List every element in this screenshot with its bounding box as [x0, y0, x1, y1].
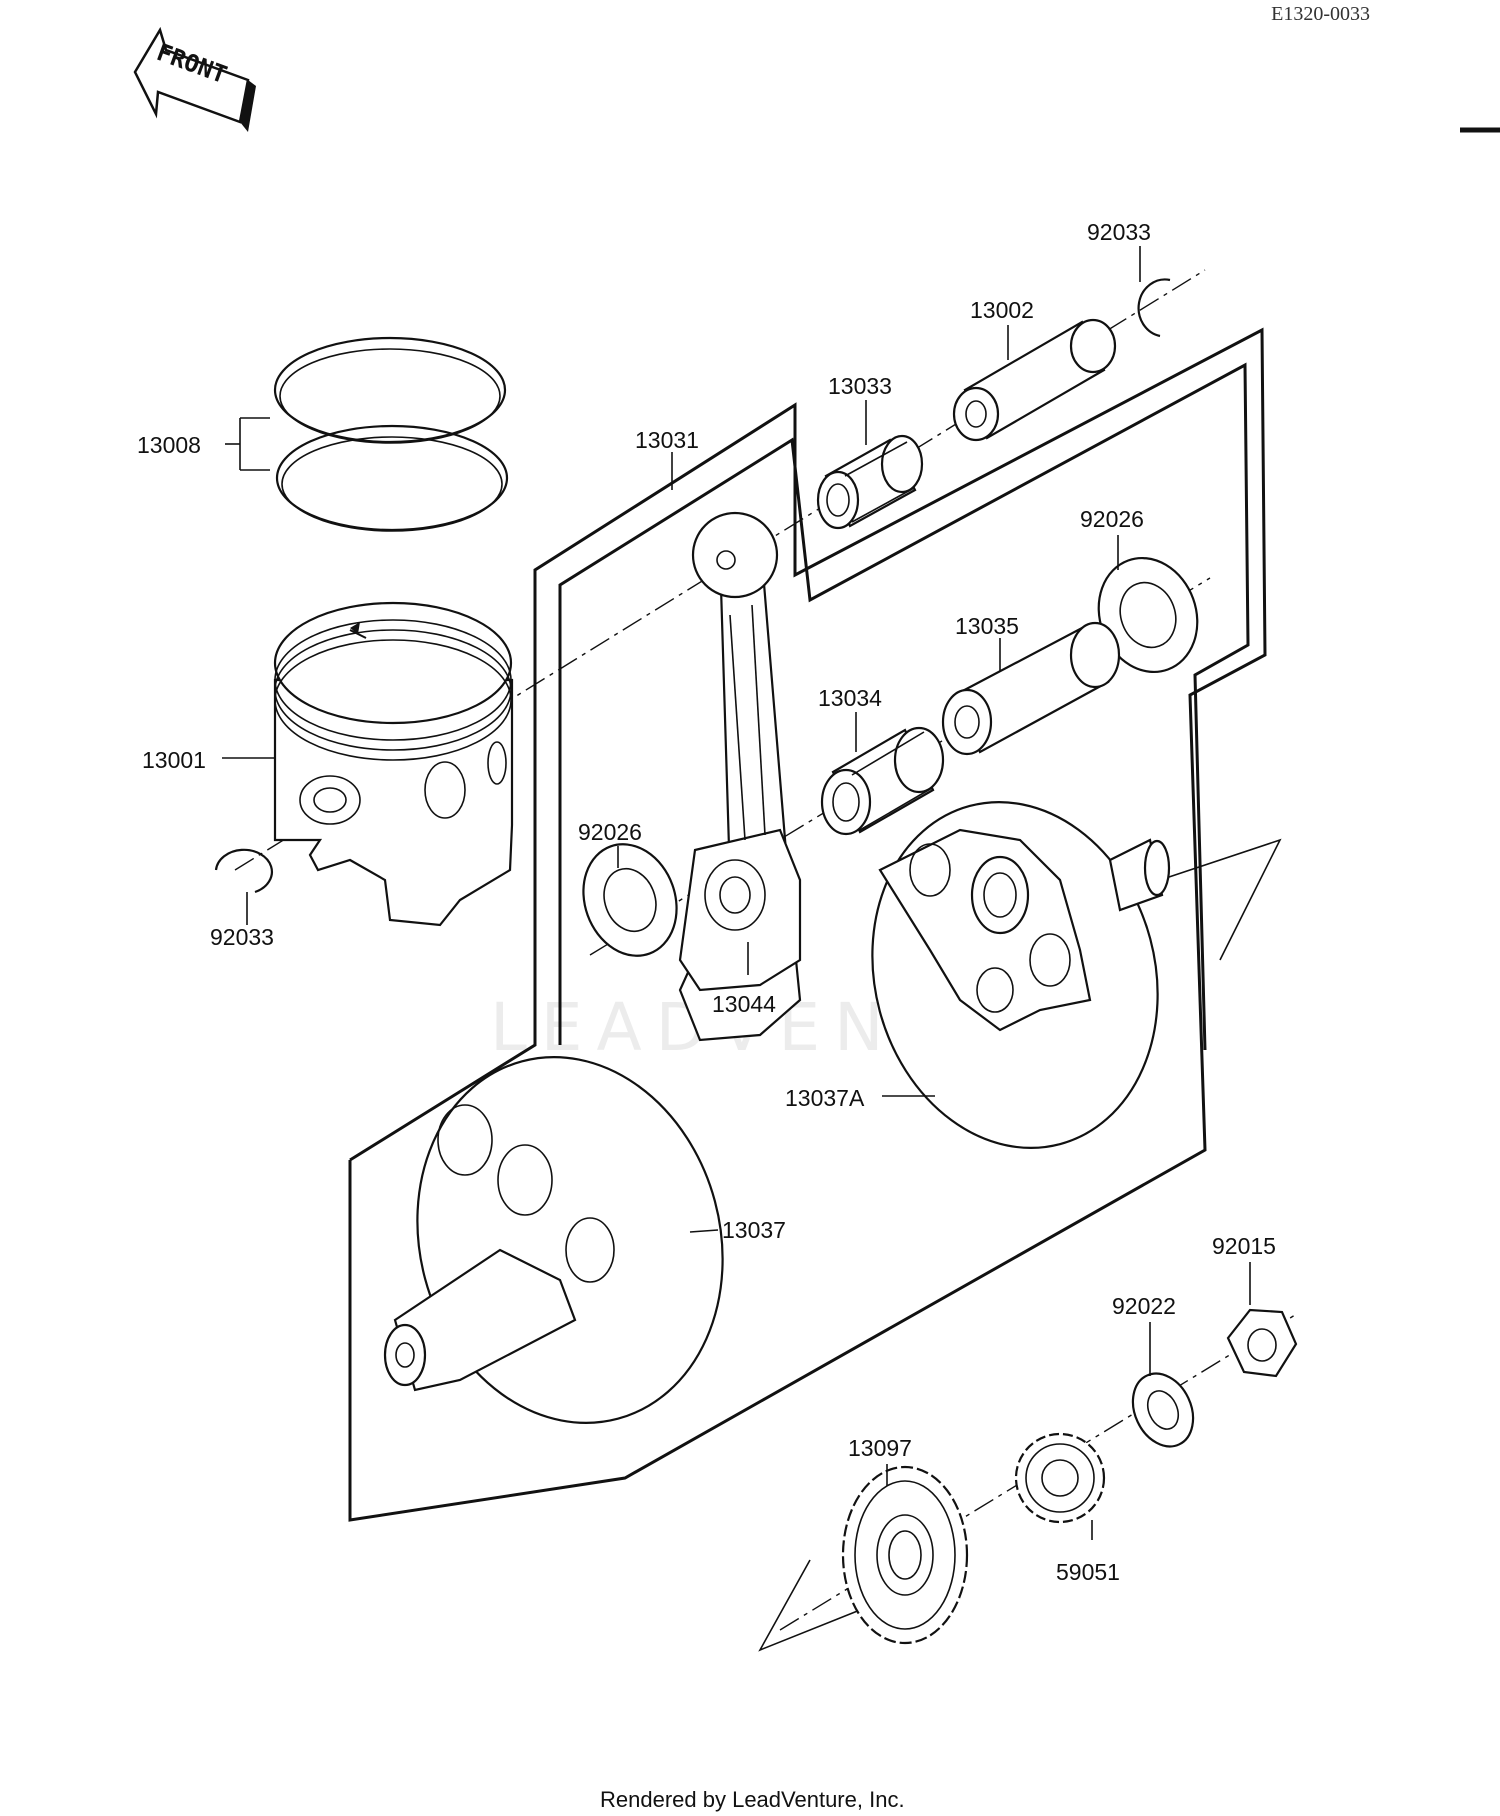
circlip-left — [214, 848, 273, 894]
output-shaft-axis — [779, 1314, 1296, 1631]
circlip-top — [1137, 278, 1171, 338]
label-big-end-bearing: 13034 — [818, 685, 882, 711]
thrust-washer-lower — [582, 843, 678, 957]
label-washer-upper: 92026 — [1080, 506, 1144, 532]
label-flywheel-right: 13037A — [785, 1085, 865, 1111]
flywheel-right — [871, 801, 1171, 1149]
label-connecting-rod: 13031 — [635, 427, 699, 453]
crank-pin — [941, 621, 1121, 756]
axis-break-right — [1159, 838, 1282, 961]
piston-rings — [273, 336, 509, 532]
label-circlip-top: 92033 — [1087, 219, 1151, 245]
large-gear — [841, 1465, 969, 1645]
label-nut: 92015 — [1212, 1233, 1276, 1259]
label-rings: 13008 — [137, 432, 201, 458]
piston-pin — [952, 318, 1117, 442]
axis-break-left — [758, 1559, 861, 1652]
footer-credit: Rendered by LeadVenture, Inc. — [600, 1787, 905, 1812]
label-piston-pin: 13002 — [970, 297, 1034, 323]
sub-assembly-frame — [558, 362, 1250, 1051]
nut — [1226, 1308, 1298, 1378]
diagram-code: E1320-0033 — [1271, 3, 1370, 25]
label-gear-small: 59051 — [1056, 1559, 1120, 1585]
flywheel-left — [383, 1056, 724, 1424]
label-flywheel-left: 13037 — [722, 1217, 786, 1243]
label-circlip-left: 92033 — [210, 924, 274, 950]
label-gear-large: 13097 — [848, 1435, 912, 1461]
label-key: 13044 — [712, 991, 776, 1017]
label-piston: 13001 — [142, 747, 206, 773]
piston — [273, 601, 514, 927]
leader-lines — [222, 246, 1251, 1540]
small-end-bearing — [816, 434, 924, 530]
thrust-washer-upper — [1097, 556, 1199, 674]
front-arrow-icon: FRONT — [133, 26, 256, 132]
big-end-bearing — [820, 726, 945, 836]
plain-washer — [1131, 1372, 1195, 1448]
label-washer-nut: 92022 — [1112, 1293, 1176, 1319]
assembly-frame — [348, 327, 1267, 1522]
small-gear — [1014, 1432, 1106, 1524]
label-washer-lower: 92026 — [578, 819, 642, 845]
label-crank-pin: 13035 — [955, 613, 1019, 639]
connecting-rod — [678, 511, 802, 1042]
label-small-end-bearing: 13033 — [828, 373, 892, 399]
part-labels: 13008 13001 92033 92033 13002 13033 1303… — [137, 219, 1276, 1585]
